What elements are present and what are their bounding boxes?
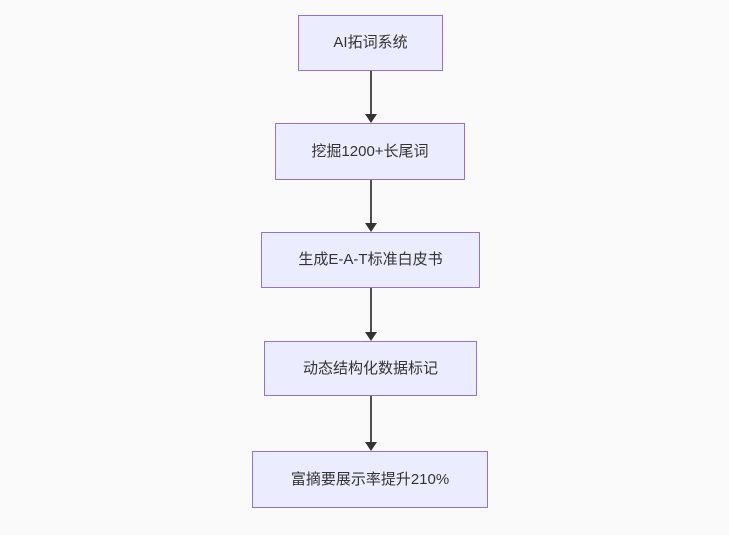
arrowhead-down-icon: [364, 442, 377, 451]
flow-node-mine-longtail-keywords: 挖掘1200+长尾词: [275, 123, 465, 180]
flow-arrow-b-c: [364, 180, 377, 232]
arrowhead-down-icon: [364, 114, 377, 123]
node-label: AI拓词系统: [333, 34, 408, 51]
node-label: 挖掘1200+长尾词: [311, 142, 429, 160]
flow-arrow-c-d: [364, 288, 377, 341]
node-label: 富摘要展示率提升210%: [290, 470, 450, 488]
flow-node-rich-snippet-rate-increase: 富摘要展示率提升210%: [252, 451, 488, 508]
flow-arrow-d-e: [364, 396, 377, 451]
arrowhead-down-icon: [364, 223, 377, 232]
arrow-line: [369, 288, 372, 334]
node-label: 动态结构化数据标记: [302, 359, 438, 377]
flow-arrow-a-b: [364, 71, 377, 123]
node-label: 生成E-A-T标准白皮书: [298, 251, 443, 268]
arrow-line: [369, 180, 372, 225]
arrowhead-down-icon: [364, 332, 377, 341]
flow-node-generate-eat-whitepaper: 生成E-A-T标准白皮书: [261, 232, 480, 288]
flow-node-ai-word-expansion-system: AI拓词系统: [298, 15, 443, 71]
arrow-line: [369, 71, 372, 116]
flow-node-dynamic-structured-data-markup: 动态结构化数据标记: [264, 341, 477, 396]
arrow-line: [369, 396, 372, 444]
